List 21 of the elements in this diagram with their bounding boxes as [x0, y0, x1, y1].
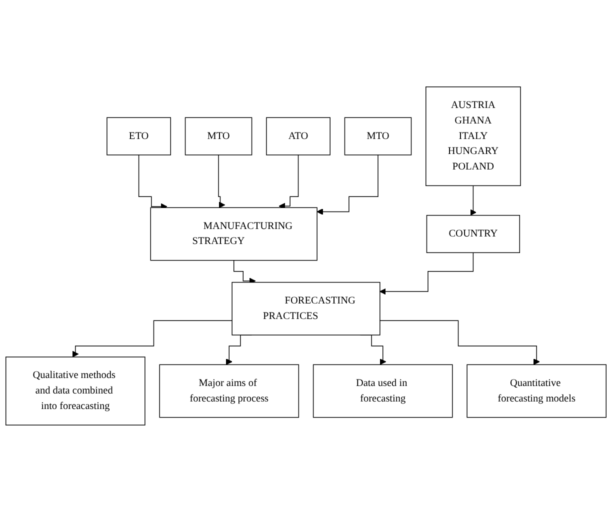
node-box	[150, 207, 318, 261]
node-box	[426, 86, 521, 186]
arrow	[72, 320, 232, 358]
arrow	[278, 154, 299, 210]
arrow	[380, 320, 540, 365]
node-box	[232, 282, 380, 336]
node-box	[184, 117, 252, 156]
arrow	[233, 260, 256, 284]
node-box	[106, 117, 171, 156]
arrow	[380, 252, 474, 295]
arrow	[470, 185, 476, 216]
arrow	[218, 154, 226, 208]
node-box	[344, 117, 412, 156]
node-box	[312, 364, 453, 418]
node-box	[6, 356, 146, 426]
node-box	[466, 364, 606, 418]
node-box	[266, 117, 330, 156]
node-box	[159, 364, 300, 418]
node-box	[426, 215, 520, 254]
arrow	[316, 154, 378, 215]
arrow	[138, 154, 168, 210]
